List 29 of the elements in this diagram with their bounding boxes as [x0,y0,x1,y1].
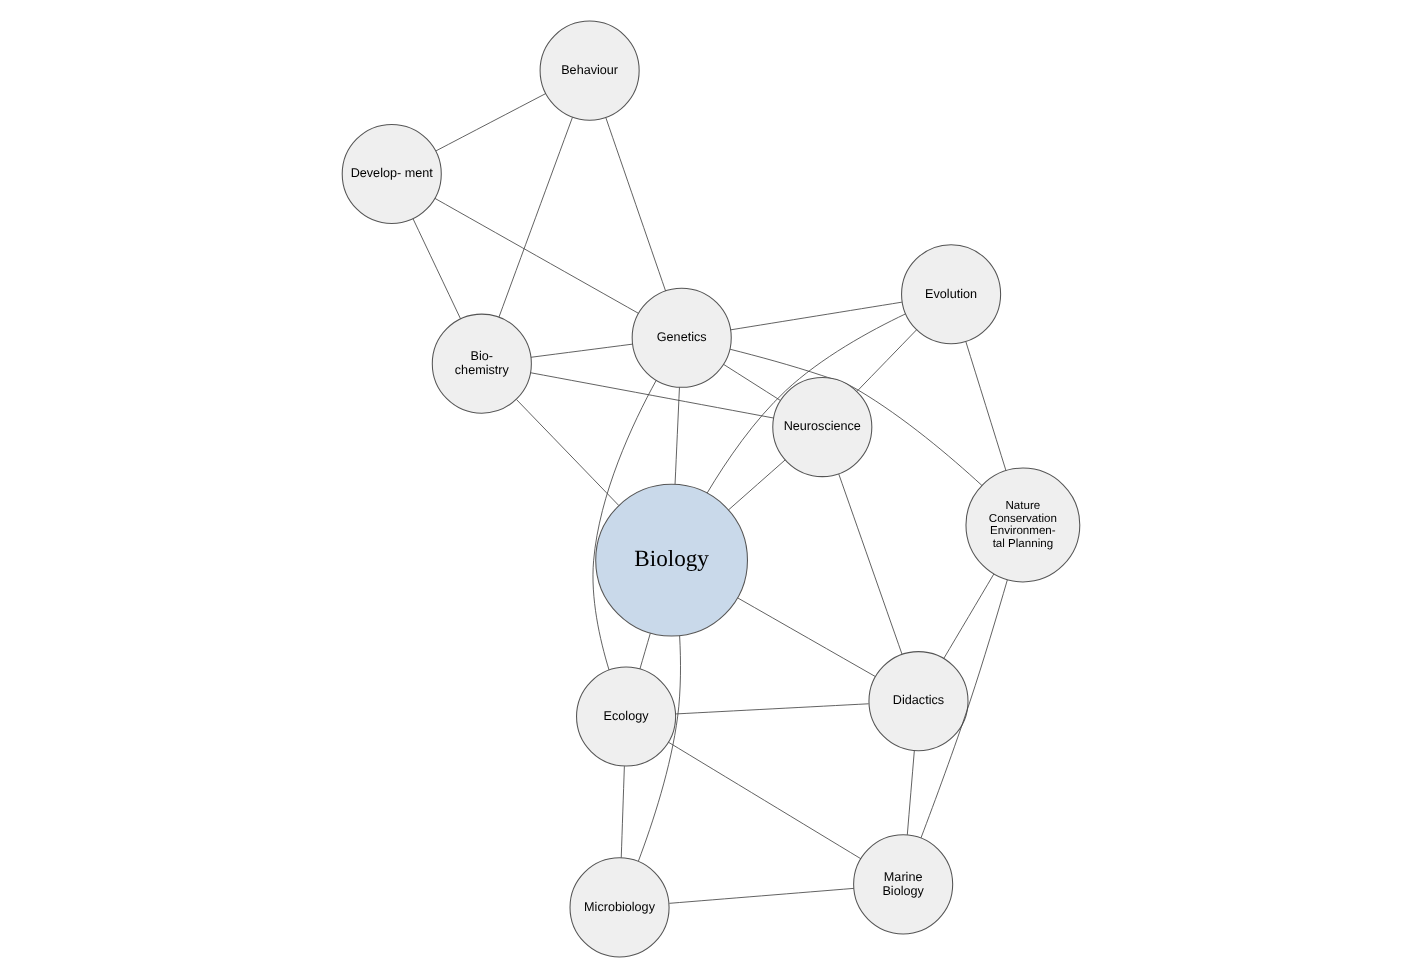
connector [433,198,638,314]
connector [591,379,656,671]
connector [674,703,869,715]
connector [497,116,572,318]
connector [667,887,854,904]
connector [434,93,546,152]
connector [942,573,994,659]
connector [638,632,650,670]
connector [905,750,914,836]
connector [411,218,460,320]
connector [673,386,679,485]
connector [736,597,875,677]
connector [964,341,1006,472]
connector [636,635,680,862]
connector [619,765,624,859]
connector [667,741,861,860]
connector [727,459,785,511]
connector [855,329,916,392]
connector [722,364,780,401]
connector [529,343,632,358]
connector [604,117,665,292]
connector [705,313,905,494]
connector [728,348,982,486]
connector [919,579,1007,839]
connector [837,473,902,655]
node-circle: Biology [594,483,747,637]
connector [729,301,902,331]
connector [529,372,773,419]
connector [515,399,619,506]
